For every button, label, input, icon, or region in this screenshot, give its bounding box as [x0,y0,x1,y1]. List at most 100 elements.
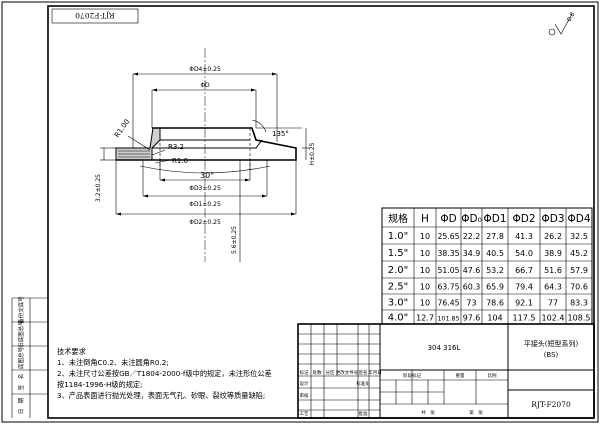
table-cell: 64.3 [544,283,562,292]
table-header-cell: ΦD3 [541,213,564,225]
table-cell: 53.2 [486,266,504,275]
table-header-cell: H [421,213,429,225]
table-cell: 60.3 [463,283,481,292]
tb-label-scale: 比例 [488,372,497,379]
table-cell: 34.9 [463,249,481,258]
table-cell: 10 [420,283,430,292]
table-cell: 10 [420,299,430,308]
tb-label-weight: 重量 [456,372,465,379]
dim-30: 30° [200,171,214,180]
table-cell: 27.8 [486,232,504,241]
table-cell: 26.2 [544,232,562,241]
table-cell: 4.0" [388,313,409,324]
surface-finish-value: 0.8 [566,11,577,23]
table-header-cell: ΦD [440,213,456,225]
dim-32: 3.2±0.25 [95,174,102,202]
table-cell: 47.6 [463,266,481,275]
dim-d: ΦD [200,82,210,89]
table-header-cell: ΦD2 [512,213,535,225]
table-cell: 10 [420,266,430,275]
tb-label-process: 工艺 [300,411,309,417]
table-header-cell: ΦD1 [483,213,506,225]
dim-135: 135° [272,130,289,138]
table-cell: 78.6 [486,299,504,308]
table-cell: 76.45 [438,299,460,308]
table-cell: 70.6 [570,283,588,292]
dim-d4: ΦD4±0.25 [189,66,221,73]
table-cell: 117.5 [513,314,536,323]
tb-label-sheet: 第 张 [469,409,483,416]
tb-label-review: 审核 [300,392,309,399]
top-drawing-code: RJT-F2070 [75,11,115,20]
tb-label-design: 设计 [300,380,309,387]
technical-notes: 技术要求 1、未注倒角C0.2、未注圆角R0.2; 2、未注尺寸公差按GB／T1… [57,346,327,401]
table-cell: 1.5" [388,248,409,259]
dim-d1: ΦD1±0.25 [189,201,221,208]
tb-label-mark: 标记 [300,369,309,376]
tb-label-sign: 签名 [359,369,368,376]
table-cell: 45.2 [570,249,588,258]
table-cell: 41.3 [515,232,533,241]
side-label-4: 签 名 [17,374,25,391]
tb-label-count: 处数 [313,369,322,376]
notes-title: 技术要求 [57,347,86,356]
note-4: 3、产品表面进行抛光处理，表面无气孔、砂眼、裂纹等质量缺陷; [57,391,266,400]
table-cell: 10 [420,249,430,258]
table-cell: 57.9 [570,266,588,275]
part-drawing [100,48,310,262]
table-cell: 2.0" [388,265,409,276]
table-header-cell: ΦD4 [567,213,590,225]
table-cell: 38.35 [438,249,460,258]
table-cell: 108.5 [568,314,591,323]
table-cell: 97.6 [463,314,481,323]
table-cell: 40.5 [486,249,504,258]
table-cell: 2.5" [388,282,409,293]
note-1: 1、未注倒角C0.2、未注圆角R0.2; [57,358,169,367]
part-series: (BS) [544,351,559,359]
side-label-2: 旧底图总号 [17,320,25,348]
side-strip [11,297,48,418]
tb-label-zone: 分区 [326,369,335,376]
table-header-cell: 规格 [388,212,408,225]
table-cell: 63.75 [438,283,460,292]
table-cell: 12.7 [416,314,434,323]
table-cell: 83.3 [570,299,588,308]
table-cell: 92.1 [515,299,533,308]
table-cell: 1.0" [388,231,409,242]
side-label-1: 备份文底号 [17,296,25,324]
table-cell: 104 [487,314,502,323]
table-cell: 38.9 [544,249,562,258]
dim-r16: R1.6 [172,157,189,165]
table-cell: 3.0" [388,298,409,309]
table-cell: 51.6 [544,266,562,275]
profile-outline [116,127,297,161]
table-cell: 54.0 [515,249,533,258]
bottom-drawing-code: RJT-F2070 [531,400,571,409]
table-header-cell: ΦD₀ [461,213,482,225]
table-cell: 77 [548,299,558,308]
tb-label-stage: 阶段标记 [403,372,421,379]
note-2: 2、未注尺寸公差按GB／T1804-2000-f级中的规定，未注形位公差 [57,369,272,378]
part-material: 304 316L [428,344,461,352]
tb-label-file: 更改文件号 [336,369,359,376]
title-block-labels: 标记 处数 分区 更改文件号 签名 年月日 设计 审核 工艺 标准化 批准 阶段… [300,369,497,417]
table-cell: 73 [466,299,476,308]
table-cell: 22.2 [463,232,481,241]
part-name: 平接头(短型系列) [524,339,579,348]
table-cell: 51.05 [438,266,460,275]
table-cell: 102.4 [542,314,565,323]
dim-d3: ΦD3±0.25 [189,185,221,192]
side-label-5: 日 期 [18,397,25,414]
tb-label-standard: 标准化 [356,380,370,387]
dim-h: H±0.25 [309,142,316,165]
note-3: 按1184-1996-H级的规定; [57,380,143,389]
table-cell: 66.7 [515,266,533,275]
tb-label-date: 年月日 [368,369,382,376]
table-cell: 101.85 [437,315,459,323]
surface-finish-icon [548,13,573,36]
table-cell: 10 [420,232,430,241]
table-cell: 65.9 [486,283,504,292]
